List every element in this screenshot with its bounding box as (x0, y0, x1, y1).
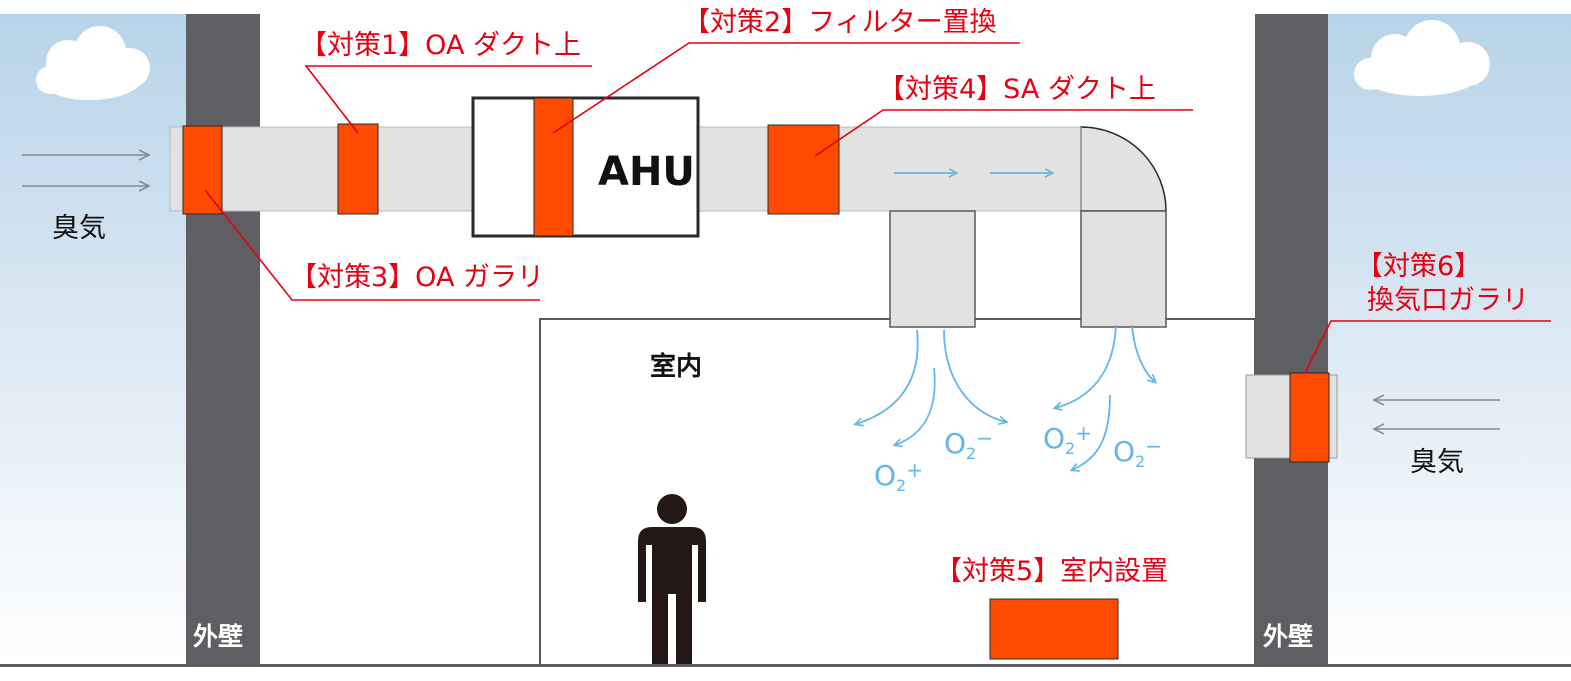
measure2-label: 【対策2】フィルター置換 (683, 7, 997, 38)
ion-sup: + (1075, 421, 1092, 445)
wall-left (186, 14, 260, 665)
duct-branch-2 (1080, 210, 1167, 328)
ahu-box (471, 96, 700, 238)
ahu-label: AHU (598, 149, 695, 195)
measure2-block (533, 97, 574, 237)
wall-label-left: 外壁 (193, 622, 244, 651)
airflow-curve (895, 367, 936, 445)
measure4-block (767, 124, 840, 215)
ion-base: O (874, 459, 897, 492)
odor-label-left: 臭気 (52, 213, 106, 244)
callout-line-measure2 (552, 42, 1020, 134)
ion-base: O (944, 427, 967, 460)
measure6-block (1289, 372, 1330, 463)
ion-sup: + (906, 458, 923, 482)
sky-left (0, 14, 186, 665)
ion-sup: − (976, 426, 993, 450)
airflow-curve (1072, 394, 1111, 470)
measure3-label: 【対策3】OA ガラリ (290, 262, 545, 293)
callout-line-measure1 (304, 65, 592, 134)
room-label: 室内 (650, 352, 703, 382)
callout-line-measure3 (204, 189, 540, 301)
odor-arrows-left (22, 155, 148, 186)
ground-line (0, 664, 1571, 667)
callout-line-measure6 (1304, 320, 1551, 374)
sky-right (1328, 14, 1571, 665)
ion-sub: 2 (896, 476, 907, 495)
odor-arrows-right (1375, 400, 1500, 429)
duct-branch-1 (889, 210, 976, 328)
ion-sup: − (1145, 434, 1162, 458)
measure6-label-line2: 換気口ガラリ (1367, 285, 1529, 316)
oxygen-ion-label: O2− (1113, 436, 1162, 470)
airflow-curve (856, 329, 919, 424)
odor-label-right: 臭気 (1410, 447, 1464, 478)
oxygen-ion-label: O2− (944, 428, 993, 462)
oxygen-ion-label: O2+ (874, 460, 923, 494)
callout-lines (204, 42, 1551, 374)
ion-base: O (1113, 435, 1136, 468)
oxygen-ion-label: O2+ (1043, 423, 1092, 457)
measure1-label: 【対策1】OA ダクト上 (300, 30, 582, 61)
ion-sub: 2 (966, 444, 977, 463)
measure6-label-line1: 【対策6】 (1356, 251, 1482, 282)
cloud-icon (36, 26, 150, 100)
measure5-label: 【対策5】室内設置 (935, 556, 1169, 587)
ion-base: O (1043, 422, 1066, 455)
airflow-arrows (856, 173, 1155, 470)
ion-sub: 2 (1065, 439, 1076, 458)
airflow-curve (1055, 324, 1117, 408)
airflow-curve (943, 329, 1006, 422)
ion-sub: 2 (1135, 452, 1146, 471)
measure4-label: 【対策4】SA ダクト上 (878, 74, 1156, 105)
wall-label-right: 外壁 (1263, 622, 1314, 651)
duct-elbow (1080, 126, 1167, 212)
cloud-icon (1354, 20, 1490, 96)
measure5-block (989, 598, 1119, 660)
airflow-curve (1131, 324, 1155, 382)
measure1-block (337, 123, 379, 215)
measure3-block (182, 125, 223, 215)
callout-line-measure4 (814, 109, 1193, 157)
person-icon (638, 494, 706, 664)
wall-right (1255, 14, 1328, 665)
